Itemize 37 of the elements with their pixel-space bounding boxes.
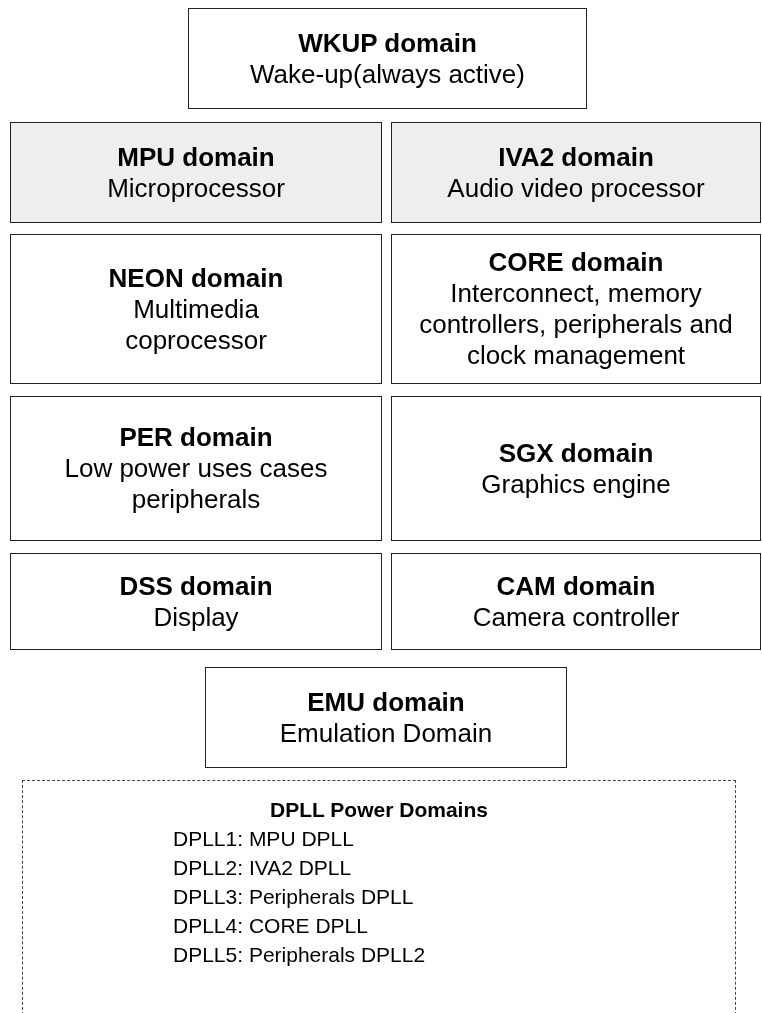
domain-title: CORE domain: [488, 247, 664, 278]
domain-title: CAM domain: [496, 570, 656, 602]
domain-description: DPLL5: Peripherals DPLL2: [172, 942, 427, 968]
domain-box: [205, 667, 567, 768]
domain-box: [188, 8, 587, 109]
domain-title: DSS domain: [119, 570, 273, 602]
domain-description: Audio video processor: [447, 172, 705, 204]
domain-description: DPLL2: IVA2 DPLL: [172, 855, 353, 881]
domain-description: Emulation Domain: [279, 717, 493, 749]
domain-title: MPU domain: [117, 141, 275, 173]
domain-description: Wake-up(always active): [250, 58, 525, 90]
domain-description: Multimedia coprocessor: [124, 293, 268, 356]
domain-title: WKUP domain: [298, 27, 477, 59]
domain-title: IVA2 domain: [498, 141, 654, 173]
domain-box: [391, 234, 761, 384]
domain-box: [391, 553, 761, 650]
domain-title: DPLL Power Domains: [269, 797, 489, 823]
domain-box: [10, 396, 382, 541]
domain-box: [10, 122, 382, 223]
dashed-group-panel: [22, 780, 736, 1013]
domain-box: [391, 122, 761, 223]
domain-description: DPLL1: MPU DPLL: [172, 826, 355, 852]
domain-box: [391, 396, 761, 541]
domain-description: Graphics engine: [481, 468, 671, 500]
domain-description: DPLL4: CORE DPLL: [172, 913, 369, 939]
domain-description: Low power uses cases peripherals: [63, 453, 329, 515]
domain-description: Display: [153, 601, 239, 633]
domain-title: EMU domain: [307, 686, 465, 718]
domain-title: SGX domain: [498, 437, 654, 469]
domain-title: PER domain: [119, 422, 273, 453]
domain-box: [10, 234, 382, 384]
domain-description: DPLL3: Peripherals DPLL: [172, 884, 415, 910]
domain-box: [10, 553, 382, 650]
domain-description: Interconnect, memory controllers, peripherals and clock management: [418, 278, 734, 371]
domain-description: Camera controller: [472, 601, 680, 633]
domain-description: Microprocessor: [107, 172, 285, 204]
domain-title: NEON domain: [108, 262, 284, 294]
